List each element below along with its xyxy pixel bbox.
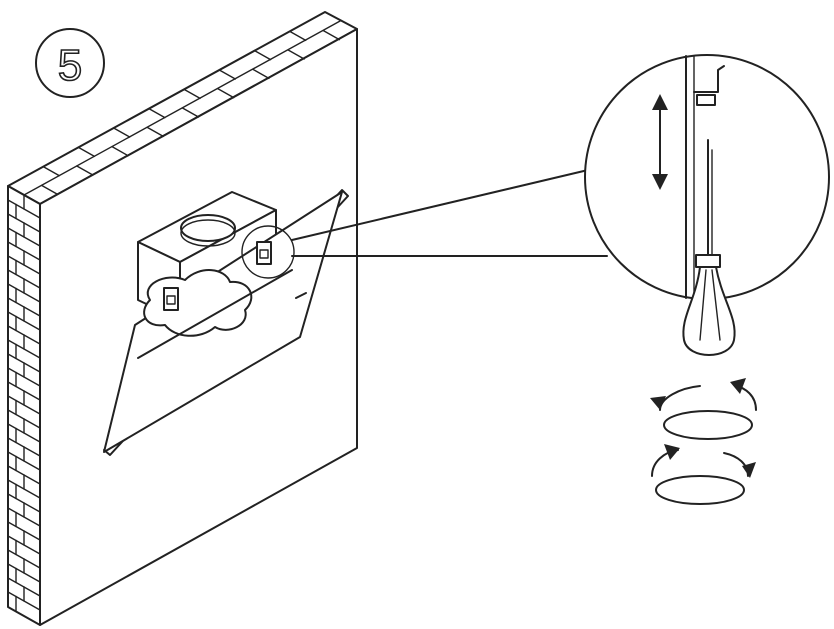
brick-pattern-side: [7, 185, 41, 612]
chimney-outlet: [180, 214, 236, 242]
detail-magnifier: [584, 54, 830, 356]
cutaway-view: [143, 269, 253, 337]
leader-line-top: [291, 169, 589, 241]
hook-bracket: [693, 65, 725, 93]
rotation-indicators: [650, 378, 757, 505]
adjust-tool-handle: [682, 266, 736, 356]
rotate-clockwise-icon: [650, 378, 757, 440]
bracket-left: [163, 287, 179, 311]
callout-source-circle: [241, 225, 295, 279]
chimney-outlet-rim: [180, 219, 236, 247]
glass-detail-mark: [295, 292, 307, 299]
bracket-left-slot: [166, 295, 176, 305]
glass-panel: [103, 189, 349, 456]
hook-clip: [696, 94, 716, 106]
vertical-adjust-arrow-icon: [652, 94, 668, 190]
bracket-right-slot: [259, 249, 269, 259]
rotate-counterclockwise-icon: [651, 444, 756, 505]
tool-detail-line-left: [699, 269, 707, 341]
screw-nut: [695, 254, 721, 268]
tool-detail-line-right: [711, 269, 721, 341]
callout-leaders: [291, 169, 608, 257]
glass-handle-line: [137, 269, 293, 359]
step-badge: 5: [35, 28, 105, 98]
brick-pattern-top: [23, 19, 342, 196]
step-circle: [35, 28, 105, 98]
bracket-right: [256, 241, 272, 265]
step-number: 5: [58, 41, 82, 90]
